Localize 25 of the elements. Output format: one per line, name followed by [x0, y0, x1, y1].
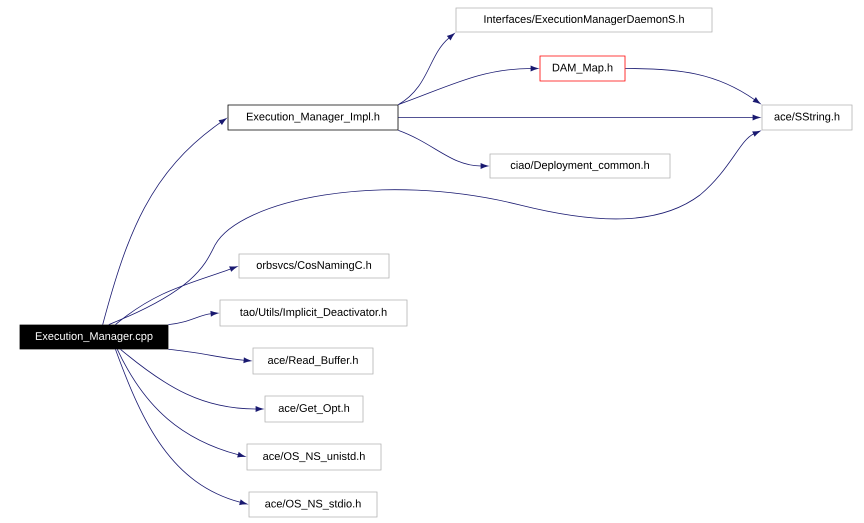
arrow	[115, 349, 248, 505]
file-box: ace/OS_NS_unistd.h	[246, 444, 382, 470]
arrow	[120, 349, 264, 412]
arrow	[116, 349, 246, 458]
file-box: DAM_Map.h	[540, 56, 626, 82]
arrow	[398, 33, 455, 105]
file-box: Execution_Manager.cpp	[20, 324, 168, 350]
file-box: tao/Utils/Implicit_Deactivator.h	[220, 300, 408, 326]
file-box: Interfaces/ExecutionManagerDaemonS.h	[456, 8, 712, 32]
arrow	[115, 266, 238, 325]
arrow	[102, 118, 226, 325]
arrow	[398, 114, 760, 120]
file-box: ace/Read_Buffer.h	[252, 348, 374, 374]
arrow	[625, 68, 760, 104]
arrow	[168, 349, 252, 363]
arrow	[398, 66, 538, 105]
file-box: ace/SString.h	[762, 104, 852, 130]
file-box: Execution_Manager_Impl.h	[228, 104, 398, 130]
arrow	[398, 130, 488, 169]
file-box: ace/OS_NS_stdio.h	[248, 492, 378, 518]
file-box: ciao/Deployment_common.h	[490, 154, 670, 178]
arrow	[168, 311, 218, 325]
arrow	[108, 130, 760, 325]
file-box: orbsvcs/CosNamingC.h	[238, 254, 390, 278]
file-box: ace/Get_Opt.h	[264, 396, 364, 422]
